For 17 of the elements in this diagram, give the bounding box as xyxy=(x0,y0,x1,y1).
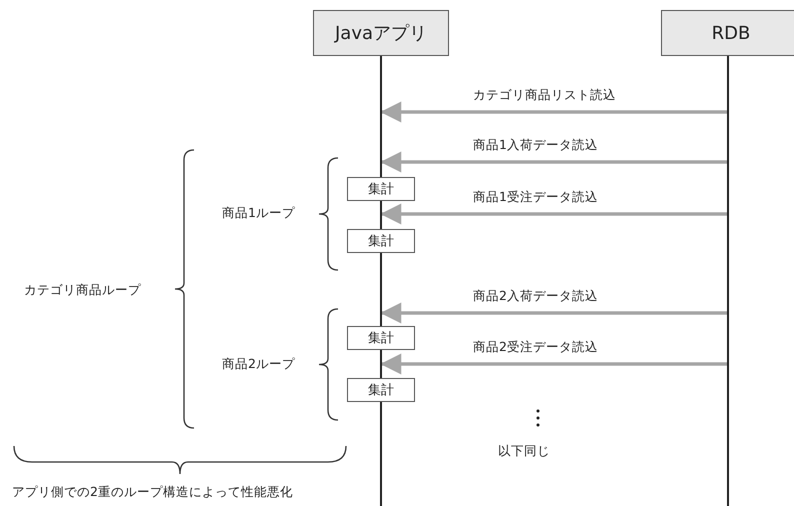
arrow xyxy=(380,102,729,122)
loop-label: カテゴリ商品ループ xyxy=(24,282,141,297)
loop-label: 商品2ループ xyxy=(222,356,295,371)
edge-label: 商品2受注データ読込 xyxy=(473,339,598,354)
note-text: 以下同じ xyxy=(498,443,550,458)
loop-label: 商品1ループ xyxy=(222,205,295,220)
edge-label: カテゴリ商品リスト読込 xyxy=(473,87,616,102)
lifeline-header-box: RDB xyxy=(661,10,794,56)
arrow xyxy=(380,204,729,224)
edge-label: 商品2入荷データ読込 xyxy=(473,288,598,303)
arrow xyxy=(380,354,729,374)
arrow xyxy=(380,152,729,172)
lifeline-header-box: Javaアプリ xyxy=(313,10,449,56)
caption-text: アプリ側での2重のループ構造によって性能悪化 xyxy=(12,484,293,499)
edge-label: 商品1入荷データ読込 xyxy=(473,137,598,152)
edge-label: 商品1受注データ読込 xyxy=(473,189,598,204)
arrow xyxy=(380,302,729,324)
